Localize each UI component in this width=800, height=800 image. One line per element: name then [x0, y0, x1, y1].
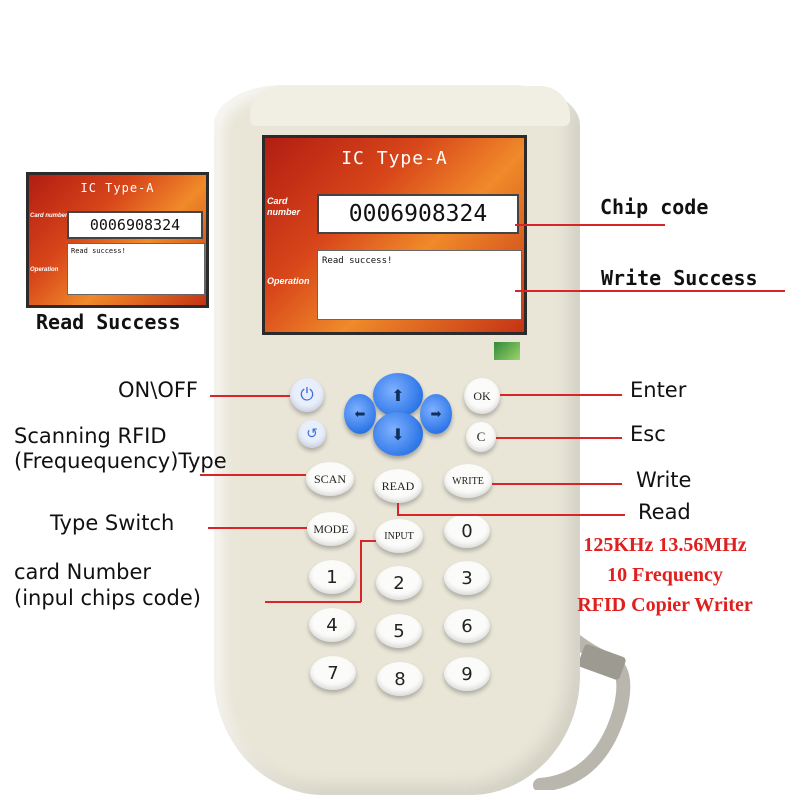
key-0[interactable]: 0	[444, 514, 490, 548]
key-6[interactable]: 6	[444, 609, 490, 643]
scanning-callout-line1: Scanning RFID	[14, 424, 167, 448]
read-label: READ	[381, 478, 415, 493]
esc-pointer	[496, 437, 622, 439]
card-number-pointer-top	[360, 540, 376, 542]
up-button[interactable]: ⬆	[373, 373, 423, 417]
card-number-callout-line1: card Number	[14, 560, 152, 584]
small-screen-title: IC Type-A	[80, 181, 155, 195]
write-button[interactable]: WRITE	[444, 464, 492, 498]
small-card-number-label: Card number	[30, 213, 68, 219]
key-9-label: 9	[461, 663, 473, 685]
product-description: 125KHz 13.56MHz 10 Frequency RFID Copier…	[520, 530, 800, 620]
scanning-pointer	[200, 474, 306, 476]
operation-label: Operation	[267, 276, 310, 286]
small-operation-label: Operation	[30, 267, 59, 273]
key-3-label: 3	[461, 567, 473, 589]
enter-callout: Enter	[630, 378, 687, 402]
mode-label: MODE	[313, 521, 349, 536]
on-off-callout: ON\OFF	[118, 378, 199, 402]
left-button[interactable]: ⬅	[344, 394, 376, 434]
write-pointer	[492, 483, 622, 485]
write-label: WRITE	[452, 475, 484, 487]
main-screen: IC Type-A Card number 0006908324 Operati…	[262, 135, 527, 335]
card-number-pointer	[265, 601, 361, 603]
read-pointer-vertical	[397, 503, 399, 515]
power-icon: ⏻	[300, 385, 314, 405]
small-chip-code-display: 0006908324	[67, 211, 203, 239]
back-icon: ↺	[306, 426, 318, 442]
esc-callout: Esc	[630, 422, 666, 446]
card-number-callout-line2: (inpul chips code)	[14, 586, 201, 610]
key-6-label: 6	[461, 615, 473, 637]
key-0-label: 0	[461, 520, 473, 542]
ok-button[interactable]: OK	[464, 378, 500, 414]
write-success-callout: Write Success	[601, 266, 758, 290]
type-switch-pointer	[208, 527, 307, 529]
c-button[interactable]: C	[466, 422, 496, 452]
key-4-label: 4	[326, 614, 338, 636]
right-button[interactable]: ➡	[420, 394, 452, 434]
status-indicator	[494, 342, 520, 360]
down-button[interactable]: ⬇	[373, 412, 423, 456]
arrow-right-icon: ➡	[430, 406, 442, 422]
key-1-label: 1	[326, 566, 338, 588]
product-line-1: 125KHz 13.56MHz	[583, 534, 747, 556]
small-operation-message: Read success!	[71, 247, 126, 255]
key-8[interactable]: 8	[377, 662, 423, 696]
card-number-label: Card number	[267, 196, 301, 217]
back-button[interactable]: ↺	[298, 420, 326, 448]
screen-title: IC Type-A	[341, 148, 448, 169]
read-success-caption: Read Success	[36, 310, 181, 334]
power-button[interactable]: ⏻	[290, 378, 324, 412]
key-2-label: 2	[393, 572, 405, 594]
enter-pointer	[500, 394, 622, 396]
c-label: C	[476, 429, 486, 444]
chip-code-display: 0006908324	[317, 194, 519, 234]
key-7[interactable]: 7	[310, 656, 356, 690]
input-button[interactable]: INPUT	[375, 519, 423, 553]
key-7-label: 7	[327, 662, 339, 684]
arrow-left-icon: ⬅	[354, 406, 366, 422]
scanning-callout-line2: (Frequequency)Type	[14, 449, 227, 473]
small-screen: IC Type-A Card number 0006908324 Operati…	[26, 172, 209, 308]
key-9[interactable]: 9	[444, 657, 490, 691]
arrow-down-icon: ⬇	[391, 424, 405, 444]
card-number-pointer-vertical	[360, 540, 362, 602]
product-line-3: RFID Copier Writer	[577, 594, 753, 616]
key-8-label: 8	[394, 668, 406, 690]
mode-button[interactable]: MODE	[307, 512, 355, 546]
key-5-label: 5	[393, 620, 405, 642]
arrow-up-icon: ⬆	[391, 385, 405, 405]
device-top-bezel	[250, 86, 570, 126]
read-button[interactable]: READ	[374, 469, 422, 503]
operation-display: Read success!	[317, 250, 522, 320]
scan-label: SCAN	[313, 471, 346, 486]
read-callout: Read	[638, 500, 691, 524]
scan-button[interactable]: SCAN	[306, 462, 354, 496]
input-label: INPUT	[384, 530, 414, 542]
on-off-pointer	[210, 395, 290, 397]
read-pointer	[397, 514, 625, 516]
chip-code-callout: Chip code	[600, 195, 709, 219]
key-3[interactable]: 3	[444, 561, 490, 595]
chip-code-pointer	[515, 224, 665, 226]
key-2[interactable]: 2	[376, 566, 422, 600]
key-1[interactable]: 1	[309, 560, 355, 594]
write-callout: Write	[636, 468, 692, 492]
type-switch-callout: Type Switch	[50, 511, 175, 535]
operation-message: Read success!	[322, 256, 393, 266]
small-operation-display: Read success!	[67, 243, 205, 295]
key-5[interactable]: 5	[376, 614, 422, 648]
write-success-pointer	[515, 290, 785, 292]
key-4[interactable]: 4	[309, 608, 355, 642]
product-line-2: 10 Frequency	[607, 564, 723, 586]
ok-label: OK	[473, 388, 491, 403]
